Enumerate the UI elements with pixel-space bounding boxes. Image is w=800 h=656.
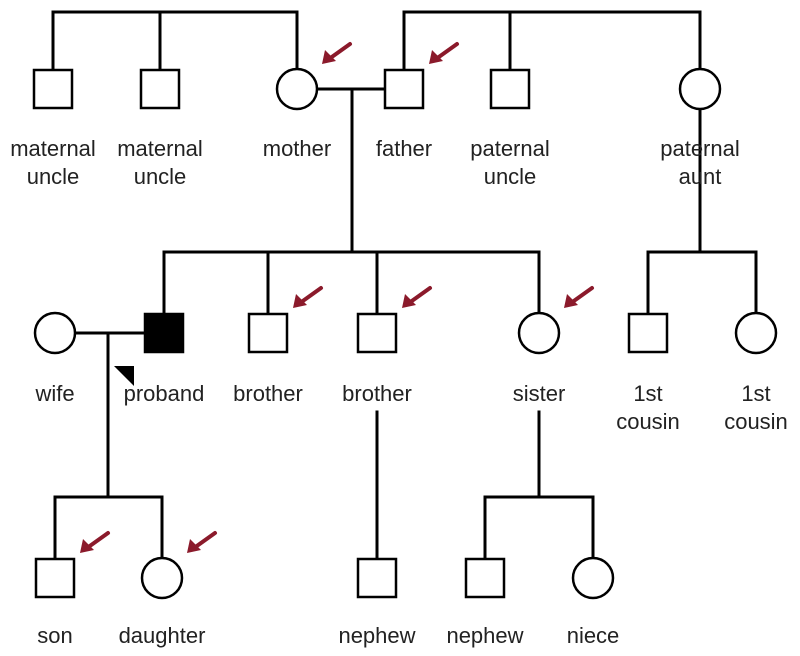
paternal-aunt-label: paternal aunt [660,136,740,189]
paternal-uncle-label-line: paternal [470,136,550,161]
paternal-aunt-label-line: aunt [679,164,722,189]
sister-label: sister [513,381,566,406]
cousin-1-label-line: cousin [616,409,680,434]
brother-1-arrow-pointer-icon [293,286,323,308]
brother-1-arrow-head [293,294,307,308]
brother-2-arrow-shaft [407,286,432,305]
father-label-line: father [376,136,432,161]
maternal-uncle-1-label: maternal uncle [10,136,96,189]
paternal-aunt-circle-icon [678,67,722,111]
daughter-arrow-pointer-icon [187,531,217,553]
niece-circle-icon [571,556,615,600]
maternal-uncle-2-label-line: uncle [134,164,187,189]
nephew-2-square-icon [464,557,506,599]
father-square-icon [383,68,425,110]
sister-circle-icon [517,311,561,355]
daughter-arrow-head [187,539,201,553]
cousin-2-label-line: 1st [741,381,770,406]
paternal-uncle-label: paternal uncle [470,136,550,189]
sister-arrow-shaft [569,286,594,305]
proband-label-line: proband [124,381,205,406]
pedigree-arrows [80,42,594,553]
paternal-aunt-label-line: paternal [660,136,740,161]
niece-label-line: niece [567,623,620,648]
nephew-1-label: nephew [338,623,415,648]
cousin-2-label: 1st cousin [724,381,788,434]
maternal-uncle-1-label-line: uncle [27,164,80,189]
son-label: son [37,623,72,648]
daughter-circle-icon [140,556,184,600]
brother-1-square-icon [247,312,289,354]
maternal-uncle-2-label-line: maternal [117,136,203,161]
corner-triangle-icon [114,366,134,386]
sister-arrow-pointer-icon [564,286,594,308]
son-label-line: son [37,623,72,648]
nephew-1-label-line: nephew [338,623,415,648]
cousin-1-label: 1st cousin [616,381,680,434]
brother-2-square-icon [356,312,398,354]
brother-1-arrow-shaft [298,286,323,305]
mother-arrow-shaft [327,42,352,61]
proband-square-icon [143,312,185,354]
cousin-2-circle-icon [734,311,778,355]
daughter-label: daughter [119,623,206,648]
father-arrow-shaft [434,42,459,61]
wife-label-line: wife [34,381,74,406]
maternal-uncle-2-label: maternal uncle [117,136,203,189]
maternal-uncle-1-label-line: maternal [10,136,96,161]
mother-arrow-pointer-icon [322,42,352,64]
mother-label: mother [263,136,331,161]
proband-label: proband [124,381,205,406]
mother-arrow-head [322,50,336,64]
maternal-uncle-1-square-icon [32,68,74,110]
niece-label: niece [567,623,620,648]
maternal-uncle-2-square-icon [139,68,181,110]
pedigree-symbols [32,67,778,600]
son-square-icon [34,557,76,599]
daughter-label-line: daughter [119,623,206,648]
paternal-uncle-label-line: uncle [484,164,537,189]
paternal-uncle-square-icon [489,68,531,110]
daughter-arrow-shaft [192,531,217,550]
sister-arrow-head [564,294,578,308]
brother-2-arrow-head [402,294,416,308]
brother-2-label: brother [342,381,412,406]
father-label: father [376,136,432,161]
sister-label-line: sister [513,381,566,406]
son-arrow-shaft [85,531,110,550]
nephew-2-label: nephew [446,623,523,648]
cousin-1-square-icon [627,312,669,354]
nephew-1-square-icon [356,557,398,599]
brother-1-label-line: brother [233,381,303,406]
cousin-2-label-line: cousin [724,409,788,434]
pedigree-lines [51,10,758,561]
brother-2-label-line: brother [342,381,412,406]
father-arrow-pointer-icon [429,42,459,64]
wife-circle-icon [33,311,77,355]
brother-1-label: brother [233,381,303,406]
son-arrow-head [80,539,94,553]
cousin-1-label-line: 1st [633,381,662,406]
father-arrow-head [429,50,443,64]
son-arrow-pointer-icon [80,531,110,553]
mother-label-line: mother [263,136,331,161]
nephew-2-label-line: nephew [446,623,523,648]
mother-circle-icon [275,67,319,111]
pedigree-labels: maternal uncle maternal uncle mother father pa… [10,136,788,648]
wife-label: wife [34,381,74,406]
brother-2-arrow-pointer-icon [402,286,432,308]
